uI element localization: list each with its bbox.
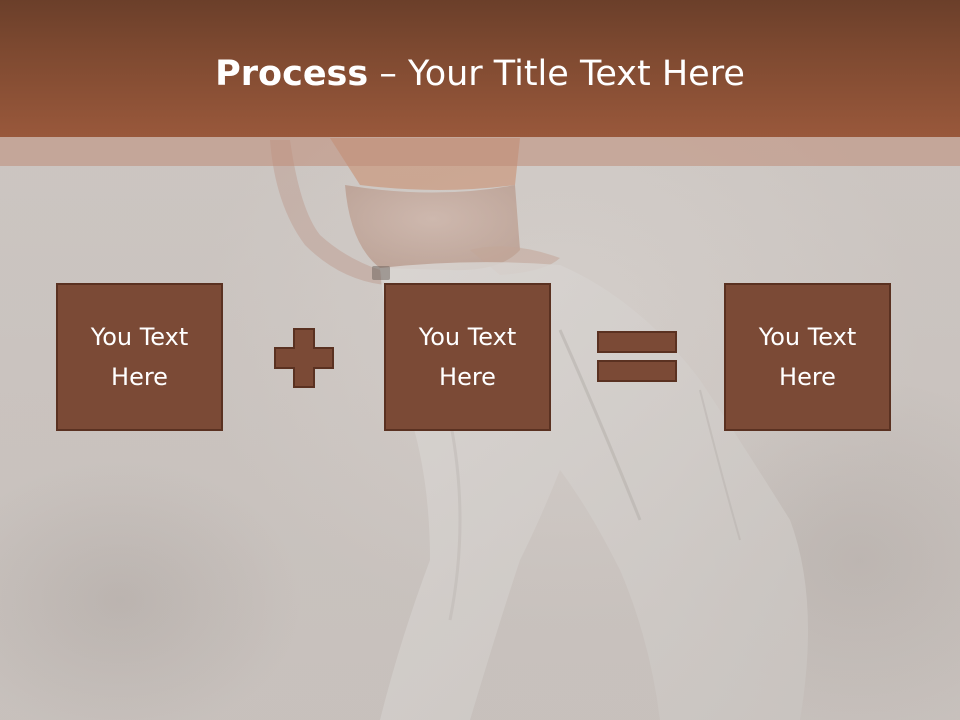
header-accent-strip: [0, 137, 960, 166]
process-box-1-line2: Here: [111, 363, 168, 391]
process-box-3-text: You Text Here: [759, 317, 857, 397]
equals-icon: [597, 331, 677, 382]
process-box-1-line1: You Text: [90, 323, 189, 351]
process-box-1-text: You Text Here: [91, 317, 189, 397]
slide-title-bold: Process: [215, 54, 369, 94]
process-box-3-line2: Here: [779, 363, 836, 391]
process-box-2-line1: You Text: [418, 323, 517, 351]
process-box-2[interactable]: You Text Here: [384, 283, 551, 431]
plus-icon: [274, 328, 334, 388]
process-box-3[interactable]: You Text Here: [724, 283, 891, 431]
process-box-1[interactable]: You Text Here: [56, 283, 223, 431]
process-box-3-line1: You Text: [758, 323, 857, 351]
process-box-2-text: You Text Here: [419, 317, 517, 397]
header-band: [0, 0, 960, 137]
slide-title-rest: – Your Title Text Here: [368, 54, 745, 94]
slide-title[interactable]: Process – Your Title Text Here: [0, 52, 960, 96]
process-box-2-line2: Here: [439, 363, 496, 391]
